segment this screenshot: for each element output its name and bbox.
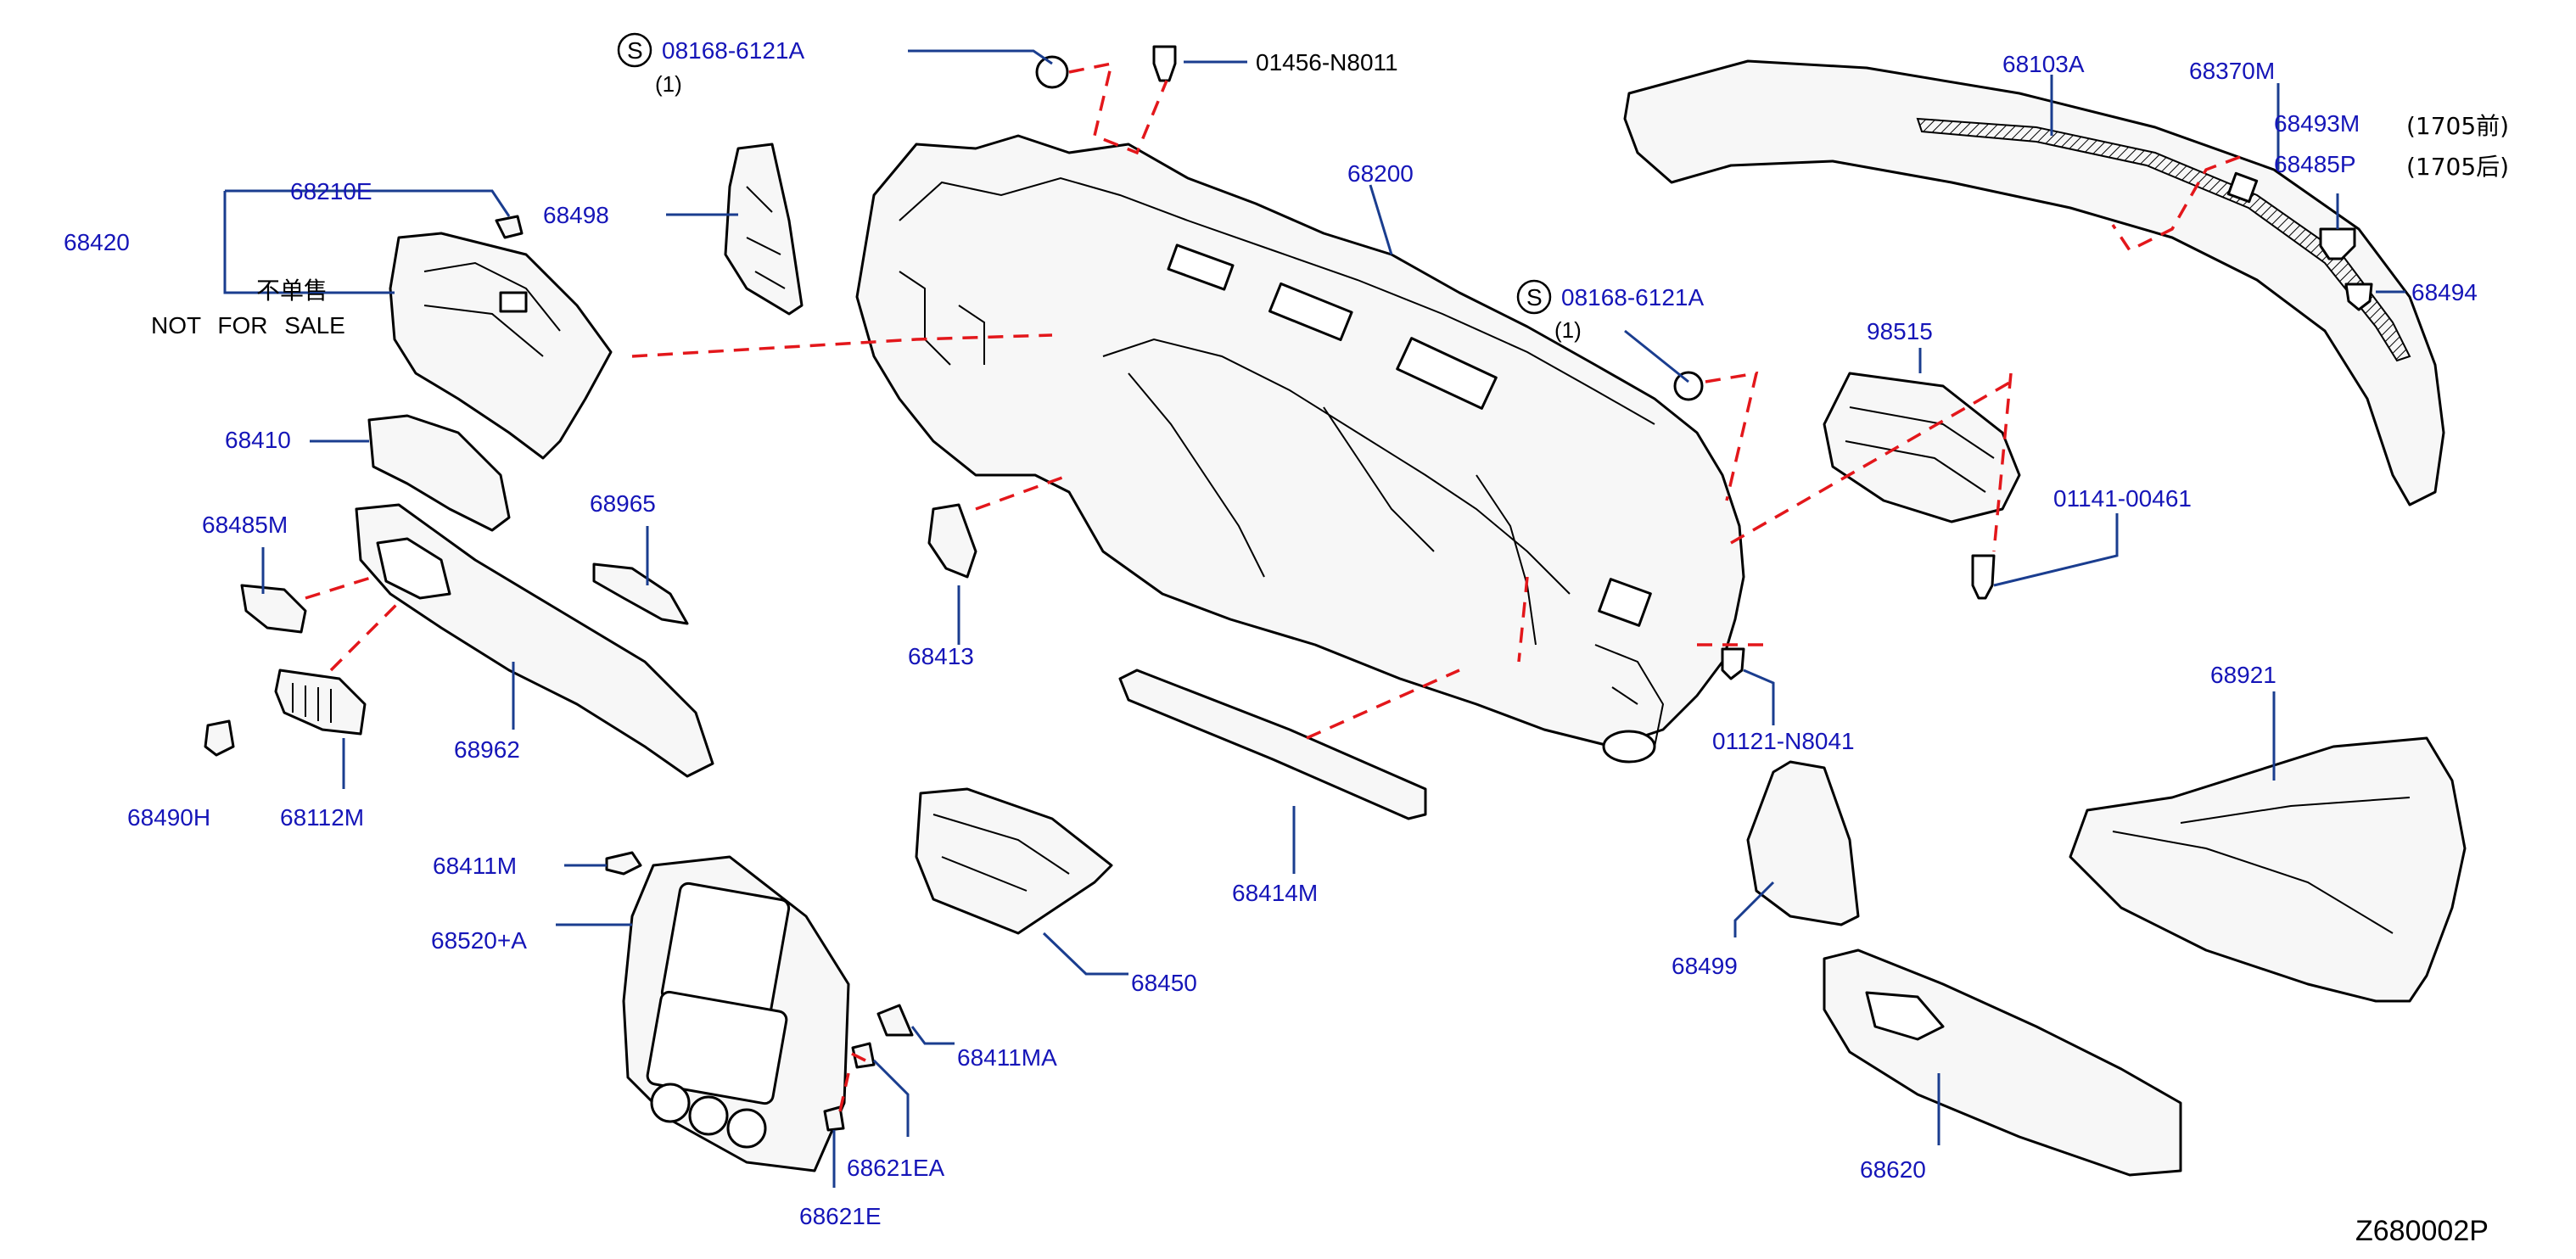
label-68620: 68620 [1860, 1156, 1926, 1183]
side-cover-68499 [1746, 760, 1860, 926]
label-68112M: 68112M [280, 804, 364, 831]
finisher-68520A [622, 855, 850, 1172]
label-98515: 98515 [1867, 318, 1933, 344]
lower-cover-68410 [367, 414, 511, 532]
label-68965: 68965 [590, 490, 656, 517]
label-08168-mid: 08168-6121A [1561, 284, 1704, 311]
top-pad-68103A [1623, 59, 2445, 506]
switch-68485M [240, 584, 307, 634]
label-68420: 68420 [64, 229, 130, 255]
label-68494: 68494 [2411, 279, 2478, 305]
cap-68490H [204, 719, 235, 757]
label-68962: 68962 [454, 736, 520, 763]
clip-68370M [2226, 171, 2259, 204]
bolt-01456 [1152, 45, 1177, 82]
label-68413: 68413 [908, 643, 974, 669]
label-08168-top: 08168-6121A [662, 37, 804, 64]
label-not-for-sale-en: NOT FOR SALE [151, 312, 345, 339]
assembly-lines [305, 61, 2241, 1112]
airbag-98515 [1823, 372, 2021, 523]
clip-01141 [1971, 554, 1996, 600]
cap-68411MA [876, 1004, 914, 1037]
cover-68413 [927, 503, 977, 579]
label-68921: 68921 [2210, 662, 2276, 688]
label-68103A: 68103A [2002, 51, 2085, 77]
label-68520A: 68520+A [431, 927, 527, 954]
leader-lines [223, 49, 2405, 1188]
pocket-68450 [915, 787, 1113, 935]
part-labels: S 08168-6121A (1) 01456-N8011 68103A 683… [64, 32, 2509, 1247]
bracket-68498 [724, 143, 804, 316]
bolt-01121 [1721, 647, 1745, 680]
note-68493M: (1705前) [2406, 112, 2509, 140]
label-68411MA: 68411MA [957, 1044, 1057, 1071]
s-symbol-circle [617, 32, 652, 68]
label-08168-mid-qty: (1) [1554, 317, 1582, 343]
screw-08168-mid [1673, 371, 1704, 401]
label-08168-top-qty: (1) [655, 71, 682, 97]
label-68499: 68499 [1672, 953, 1738, 979]
clip-68621EA [851, 1042, 876, 1069]
label-68210E: 68210E [290, 178, 372, 204]
label-68414M: 68414M [1232, 880, 1318, 906]
clip-68494 [2344, 283, 2373, 311]
label-68490H: 68490H [127, 804, 210, 831]
meter-hood-68420 [389, 232, 613, 460]
cap-68411M [605, 851, 642, 876]
strip-68414M [1118, 669, 1427, 820]
label-68450: 68450 [1131, 970, 1197, 996]
label-68411M: 68411M [433, 853, 517, 879]
s-symbol-2: S [1526, 284, 1543, 311]
label-01141: 01141-00461 [2053, 485, 2192, 512]
switch-68112M [274, 669, 367, 736]
clip-68621E [823, 1105, 845, 1132]
label-68200: 68200 [1347, 160, 1414, 187]
label-68485P: 68485P [2274, 151, 2356, 177]
s-symbol: S [627, 37, 643, 64]
cover-68965 [592, 562, 689, 625]
screw-08168-top [1035, 55, 1069, 89]
knee-cover-68962 [355, 503, 714, 778]
instrument-panel-68200 [855, 134, 1745, 764]
label-01121: 01121-N8041 [1712, 728, 1855, 754]
label-not-for-sale-cn: 不单售 [256, 277, 328, 305]
diagram-code: Z680002P [2355, 1215, 2489, 1247]
label-68498: 68498 [543, 202, 609, 228]
label-01456: 01456-N8011 [1256, 49, 1398, 76]
label-68621E: 68621E [799, 1203, 882, 1229]
label-68410: 68410 [225, 427, 291, 453]
label-68485M: 68485M [202, 512, 288, 538]
s-symbol-circle-2 [1516, 279, 1552, 315]
label-68370M: 68370M [2189, 58, 2275, 84]
label-68621EA: 68621EA [847, 1155, 945, 1181]
clip-68210E [495, 215, 524, 239]
glove-box-upper-68921 [2069, 736, 2467, 1003]
note-68485P: (1705后) [2406, 153, 2509, 181]
clip-68493M [2319, 227, 2356, 260]
label-68493M: 68493M [2274, 110, 2360, 137]
glove-box-lid-68620 [1823, 948, 2182, 1177]
